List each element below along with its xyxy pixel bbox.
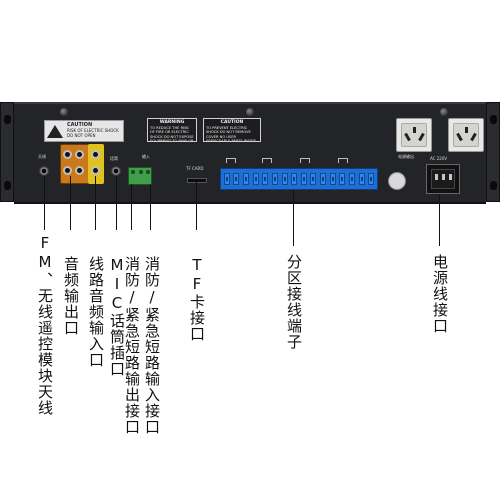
screw-icon — [246, 108, 254, 116]
callout-mic-in: MIC话筒插口 — [108, 256, 126, 377]
caution-title: CAUTION — [67, 122, 93, 128]
caution-label: CAUTION RISK OF ELECTRIC SHOCK DO NOT OP… — [44, 120, 124, 142]
line-in-jack-1[interactable] — [91, 150, 100, 159]
antenna-jack-label: 天线 — [38, 154, 46, 159]
zone-bracket — [338, 158, 348, 163]
callout-zone-terminal: 分区接线端子 — [285, 254, 303, 350]
callout-emergency-in: 消防/紧急短路输入接口 — [143, 256, 161, 435]
zone-bracket — [262, 158, 272, 163]
warning-label: WARNING TO REDUCE THE RISK OF FIRE OR EL… — [147, 118, 197, 142]
zone-bracket — [300, 158, 310, 163]
leader-line — [131, 184, 132, 230]
emergency-terminal[interactable] — [128, 167, 152, 185]
right-rack-ear — [486, 102, 500, 202]
caution2-title: CAUTION — [220, 120, 244, 125]
leader-line — [293, 190, 294, 246]
tf-card-label: TF CARD — [186, 166, 204, 171]
line-in-jack-2[interactable] — [91, 166, 100, 175]
emergency-input-label: 输入 — [142, 154, 150, 159]
zone-terminal-block[interactable] — [220, 168, 378, 190]
callout-tf-card: TF卡接口 — [188, 256, 206, 342]
mic-label: 话筒 — [110, 156, 118, 161]
leader-line — [196, 182, 197, 230]
zone-bracket — [226, 158, 236, 163]
audio-out-jack-1[interactable] — [63, 150, 72, 159]
ground-sticker-icon — [388, 172, 406, 190]
callout-power-in: 电源线接口 — [431, 254, 449, 334]
warning-title: WARNING — [159, 120, 185, 125]
caution-label-2: CAUTION TO PREVENT ELECTRIC SHOCK DO NOT… — [203, 118, 261, 142]
callout-audio-out: 音频输出口 — [62, 256, 80, 336]
ac-outlet-1[interactable] — [396, 118, 432, 152]
mic-jack[interactable] — [111, 166, 121, 176]
warning-triangle-icon — [47, 125, 63, 138]
leader-line — [44, 176, 45, 230]
outlet-label: 电源输出 — [398, 154, 414, 159]
leader-line — [116, 176, 117, 230]
caution2-text: TO PREVENT ELECTRIC SHOCK DO NOT REMOVE … — [206, 125, 256, 142]
left-rack-ear — [0, 102, 14, 202]
caution-subtext: RISK OF ELECTRIC SHOCK DO NOT OPEN — [67, 128, 119, 138]
leader-line — [439, 194, 440, 246]
leader-line — [70, 176, 71, 230]
iec-power-inlet[interactable] — [426, 164, 460, 194]
audio-out-jack-3[interactable] — [63, 166, 72, 175]
callout-fm-antenna: FM、无线遥控模块天线 — [36, 234, 54, 416]
fm-antenna-jack[interactable] — [39, 166, 49, 176]
callout-line-in: 线路音频输入口 — [87, 256, 105, 368]
tf-card-slot[interactable] — [187, 178, 207, 183]
screw-icon — [60, 108, 68, 116]
leader-line — [150, 184, 151, 230]
callout-emergency-out: 消防/紧急短路输出接口 — [123, 256, 141, 435]
warning-text: TO REDUCE THE RISK OF FIRE OR ELECTRIC S… — [150, 125, 194, 142]
screw-icon — [440, 108, 448, 116]
ac-outlet-2[interactable] — [448, 118, 484, 152]
audio-out-jack-4[interactable] — [75, 166, 84, 175]
power-rating-label: AC 220V — [430, 156, 448, 161]
leader-line — [95, 176, 96, 230]
audio-out-jack-2[interactable] — [75, 150, 84, 159]
